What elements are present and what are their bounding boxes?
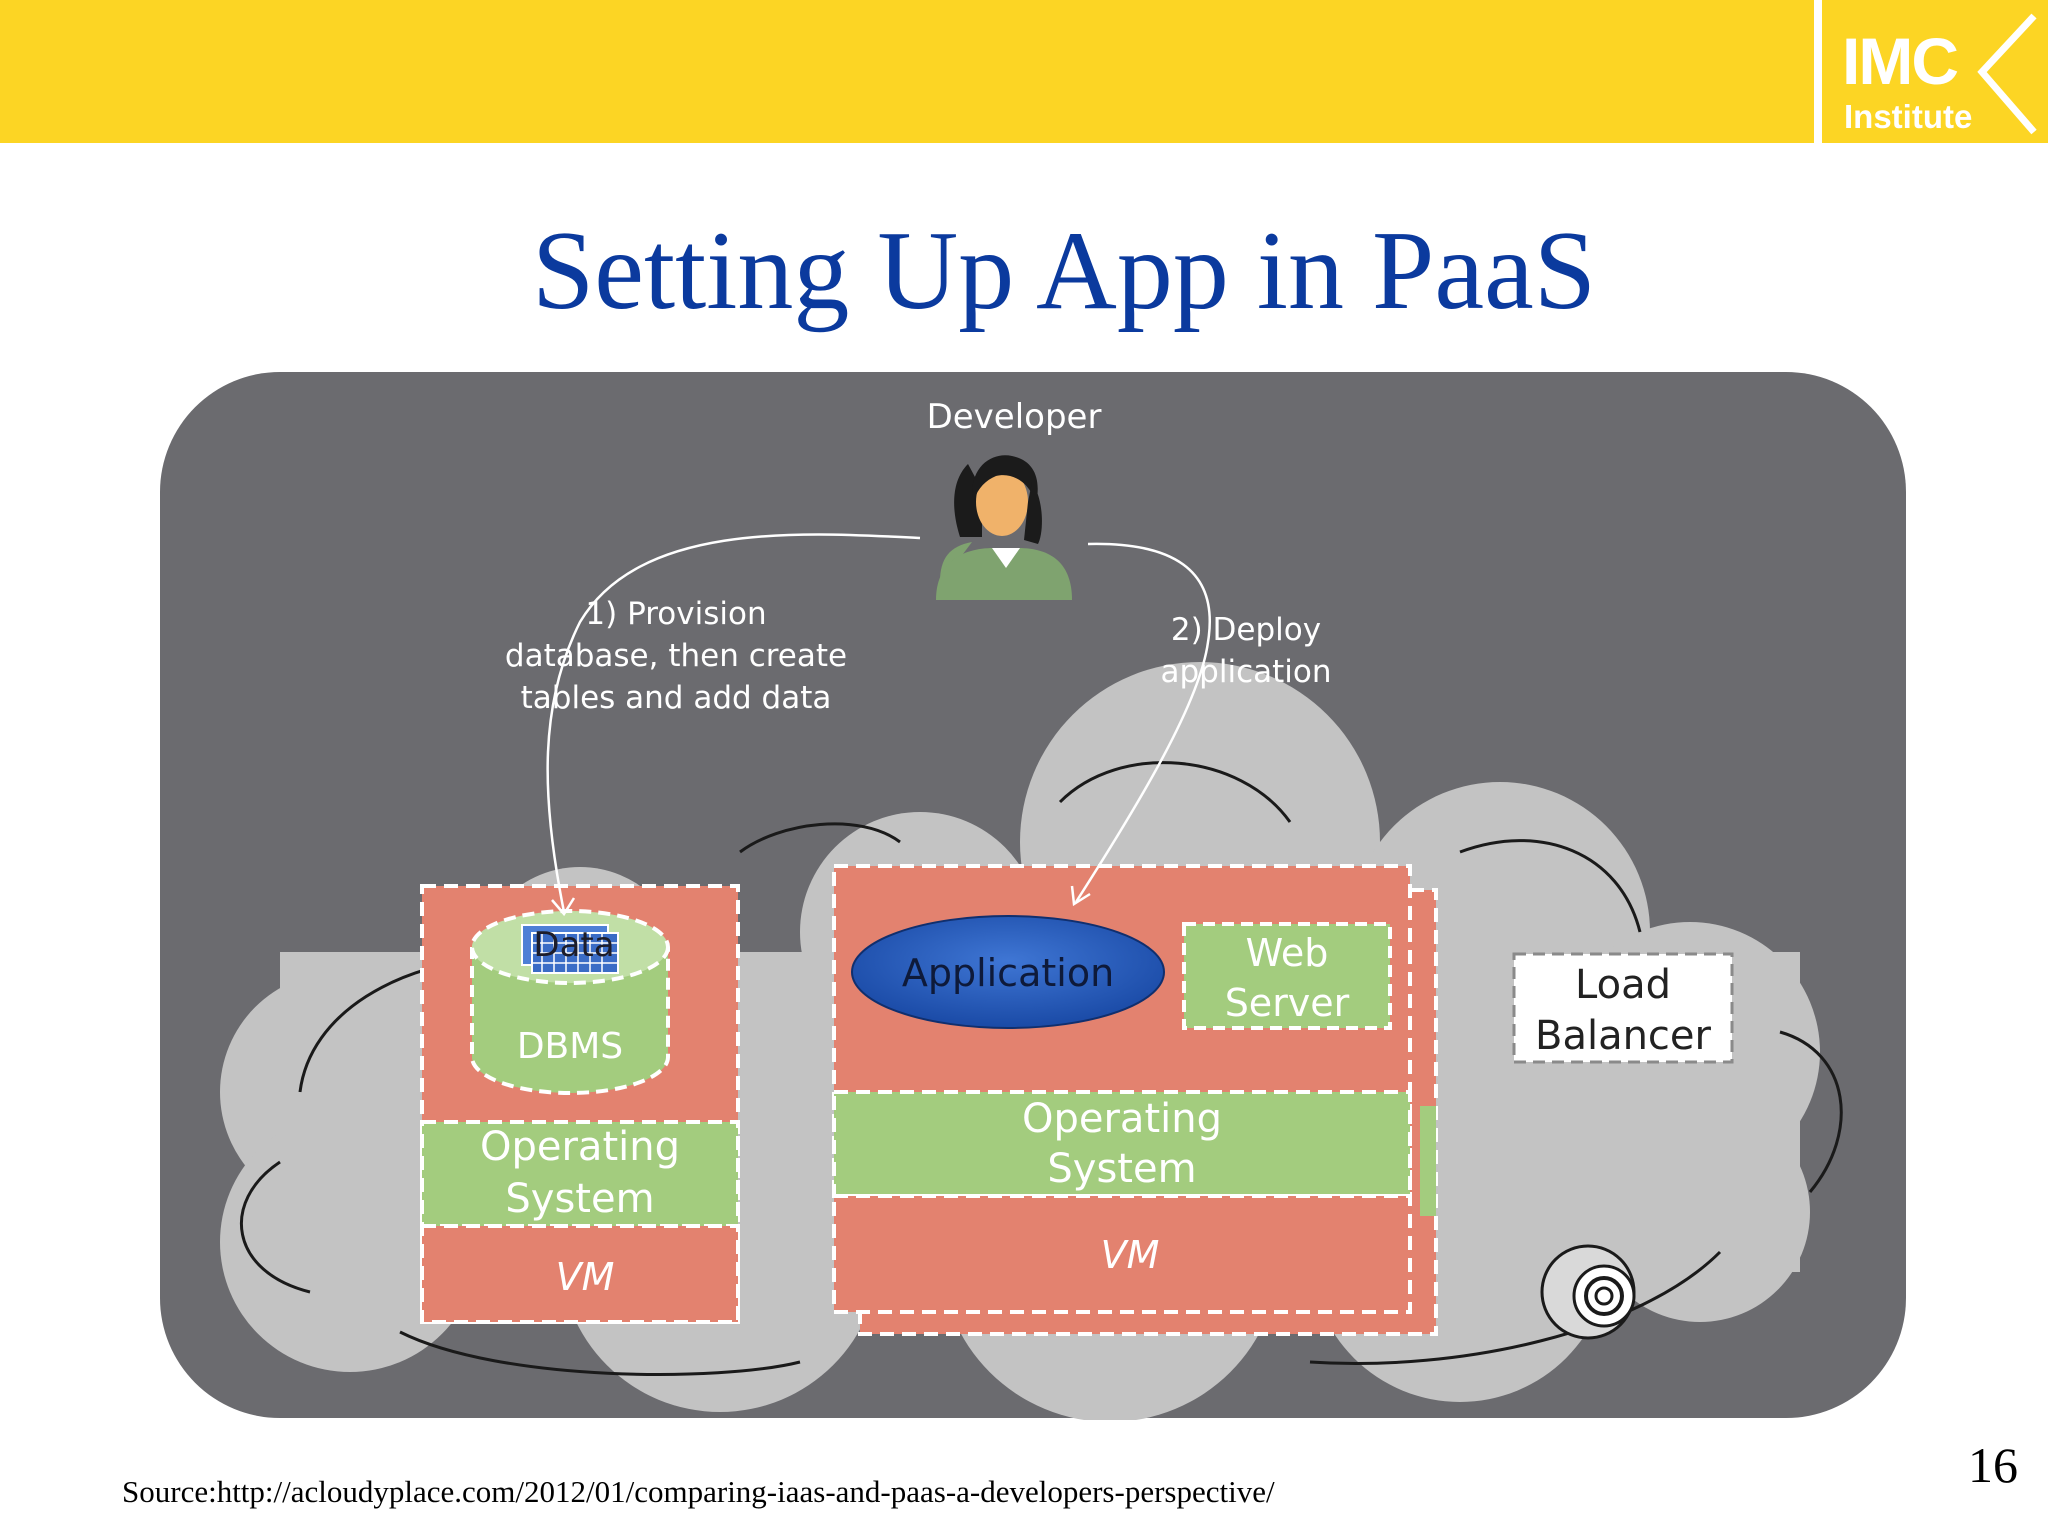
right-os-label-line2: System bbox=[1047, 1146, 1196, 1192]
developer-label: Developer bbox=[927, 397, 1102, 437]
step2-label-line2: application bbox=[1161, 654, 1332, 690]
logo-box: IMC Institute bbox=[1822, 0, 2048, 143]
logo-text-institute: Institute bbox=[1844, 98, 1973, 135]
web-server-label-line1: Web bbox=[1246, 931, 1329, 975]
step1-label-line1: 1) Provision bbox=[585, 596, 766, 632]
developer-avatar-icon bbox=[936, 455, 1072, 600]
logo-chevron-icon bbox=[1977, 13, 2037, 135]
arrows bbox=[546, 533, 1211, 917]
step2-label-line1: 2) Deploy bbox=[1171, 612, 1321, 648]
web-server-box bbox=[1182, 922, 1392, 1030]
dbms-label: DBMS bbox=[517, 1026, 623, 1067]
page-number: 16 bbox=[1968, 1437, 2018, 1493]
right-vm-stack: Application Web Server Operating System … bbox=[832, 864, 1412, 1314]
paas-diagram: Data DBMS Operating System VM Applicatio… bbox=[160, 372, 1906, 1420]
deploy-arrow bbox=[1074, 542, 1211, 903]
slide-title: Setting Up App in PaaS bbox=[531, 209, 1597, 333]
load-balancer-label-line1: Load bbox=[1575, 962, 1671, 1008]
dbms-cylinder bbox=[470, 947, 670, 1095]
database-grid-icon bbox=[521, 924, 619, 974]
data-label: Data bbox=[533, 925, 614, 965]
left-os-label-line1: Operating bbox=[480, 1124, 680, 1170]
left-vm-box bbox=[420, 1224, 740, 1324]
application-ellipse bbox=[851, 915, 1165, 1029]
step1-label-line2: database, then create bbox=[505, 638, 847, 674]
load-balancer-label-line2: Balancer bbox=[1535, 1013, 1712, 1059]
logo-text-imc: IMC bbox=[1842, 24, 1959, 98]
right-os-label-line1: Operating bbox=[1022, 1096, 1222, 1142]
load-balancer-box bbox=[1512, 952, 1734, 1064]
left-vm-label: VM bbox=[556, 1255, 615, 1299]
application-label: Application bbox=[902, 951, 1114, 995]
source-citation: Source:http://acloudyplace.com/2012/01/c… bbox=[122, 1474, 1275, 1509]
storage-disk-icon bbox=[1540, 1244, 1636, 1340]
provision-arrow bbox=[546, 533, 921, 913]
right-vm-label: VM bbox=[1101, 1233, 1160, 1277]
imc-institute-logo: IMC Institute bbox=[1814, 0, 2048, 143]
web-server-label-line2: Server bbox=[1225, 981, 1350, 1025]
right-vm-box bbox=[832, 1194, 1412, 1314]
step1-label-line3: tables and add data bbox=[521, 680, 832, 716]
left-vm-stack: Data DBMS Operating System VM bbox=[420, 884, 740, 1324]
left-os-label-line2: System bbox=[505, 1176, 654, 1222]
right-os-box bbox=[832, 1090, 1412, 1198]
header-banner bbox=[0, 0, 1814, 143]
